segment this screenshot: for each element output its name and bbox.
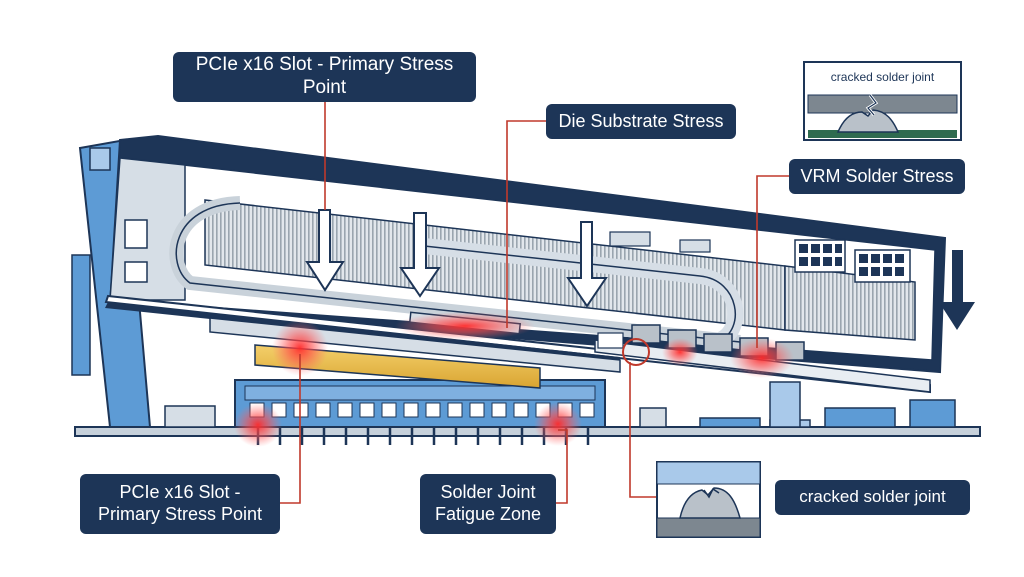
label-solder-fatigue-line2: Fatigue Zone [434, 504, 542, 524]
down-arrow-icon [939, 250, 975, 330]
stress-hotspot-icon [234, 312, 794, 447]
label-pcie-slot-bottom-line1: PCIe x16 Slot - [119, 482, 241, 503]
label-pcie-slot-top: PCIe x16 Slot - Primary Stress Point [173, 52, 476, 102]
zoom-circle-icon [622, 338, 650, 366]
label-pcie-slot-bottom: PCIe x16 Slot - Primary Stress Point [80, 474, 280, 534]
label-vrm-solder: VRM Solder Stress [789, 159, 965, 194]
label-cracked-joint-inset: cracked solder joint [830, 70, 935, 84]
label-cracked-joint-bottom: cracked solder joint [775, 480, 970, 515]
inset-cracked-joint-bottom [656, 461, 761, 538]
label-pcie-slot-bottom-line2: Primary Stress Point [97, 504, 263, 524]
leader-lines [280, 102, 789, 504]
label-solder-fatigue-line1: Solder Joint [440, 482, 536, 503]
label-solder-fatigue: Solder Joint Fatigue Zone [420, 474, 556, 534]
label-die-substrate: Die Substrate Stress [546, 104, 736, 139]
inset-cracked-joint-top [803, 61, 962, 141]
down-arrow-icon [305, 209, 608, 308]
